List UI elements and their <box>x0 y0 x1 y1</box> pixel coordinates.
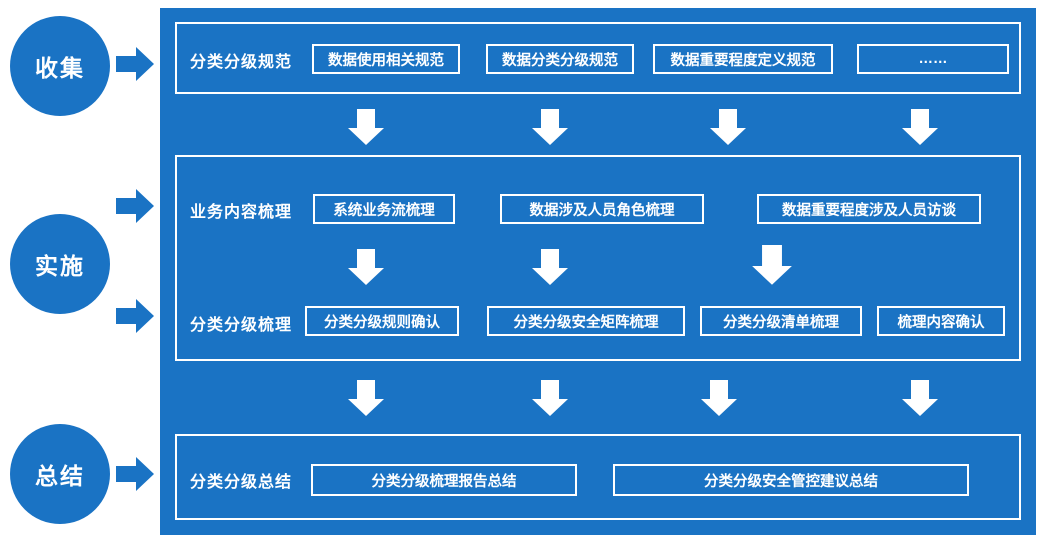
row-label-summary: 分类分级总结 <box>190 474 293 491</box>
row-label-classification: 分类分级梳理 <box>190 317 293 334</box>
row-label-spec: 分类分级规范 <box>190 54 293 71</box>
down-arrow-icon-3a <box>347 380 385 418</box>
group-box-implementation <box>175 155 1021 361</box>
right-arrow-icon-collect <box>116 44 156 84</box>
chip-summary-1[interactable]: 分类分级安全管控建议总结 <box>613 464 969 496</box>
stage-label: 收集 <box>35 55 85 81</box>
right-arrow-icon-summary <box>116 454 156 494</box>
stage-circle-implement: 实施 <box>10 214 110 314</box>
down-arrow-icon-3c <box>700 380 738 418</box>
down-arrow-icon-2c <box>751 245 793 287</box>
chip-classification-1[interactable]: 分类分级安全矩阵梳理 <box>487 306 685 336</box>
down-arrow-icon-2b <box>531 249 569 287</box>
down-arrow-icon-1a <box>347 109 385 147</box>
row-label-business: 业务内容梳理 <box>190 204 293 221</box>
chip-classification-3[interactable]: 梳理内容确认 <box>877 306 1005 336</box>
stage-circle-collect: 收集 <box>10 16 110 116</box>
chip-business-2[interactable]: 数据重要程度涉及人员访谈 <box>757 194 981 224</box>
chip-spec-3[interactable]: …… <box>857 44 1009 74</box>
chip-business-0[interactable]: 系统业务流梳理 <box>313 194 455 224</box>
chip-classification-2[interactable]: 分类分级清单梳理 <box>700 306 862 336</box>
down-arrow-icon-1d <box>901 109 939 147</box>
stage-label: 总结 <box>35 463 85 489</box>
group-box-spec <box>175 22 1021 94</box>
main-panel <box>160 8 1036 535</box>
down-arrow-icon-3b <box>531 380 569 418</box>
chip-business-1[interactable]: 数据涉及人员角色梳理 <box>500 194 704 224</box>
chip-spec-2[interactable]: 数据重要程度定义规范 <box>653 44 833 74</box>
down-arrow-icon-3d <box>901 380 939 418</box>
chip-classification-0[interactable]: 分类分级规则确认 <box>305 306 459 336</box>
group-box-summary <box>175 434 1021 520</box>
stage-label: 实施 <box>35 253 85 279</box>
down-arrow-icon-1b <box>531 109 569 147</box>
down-arrow-icon-2a <box>347 249 385 287</box>
stage-circle-summary: 总结 <box>10 424 110 524</box>
chip-summary-0[interactable]: 分类分级梳理报告总结 <box>311 464 577 496</box>
chip-spec-1[interactable]: 数据分类分级规范 <box>486 44 634 74</box>
down-arrow-icon-1c <box>709 109 747 147</box>
chip-spec-0[interactable]: 数据使用相关规范 <box>312 44 460 74</box>
right-arrow-icon-implement-1 <box>116 186 156 226</box>
right-arrow-icon-implement-2 <box>116 296 156 336</box>
